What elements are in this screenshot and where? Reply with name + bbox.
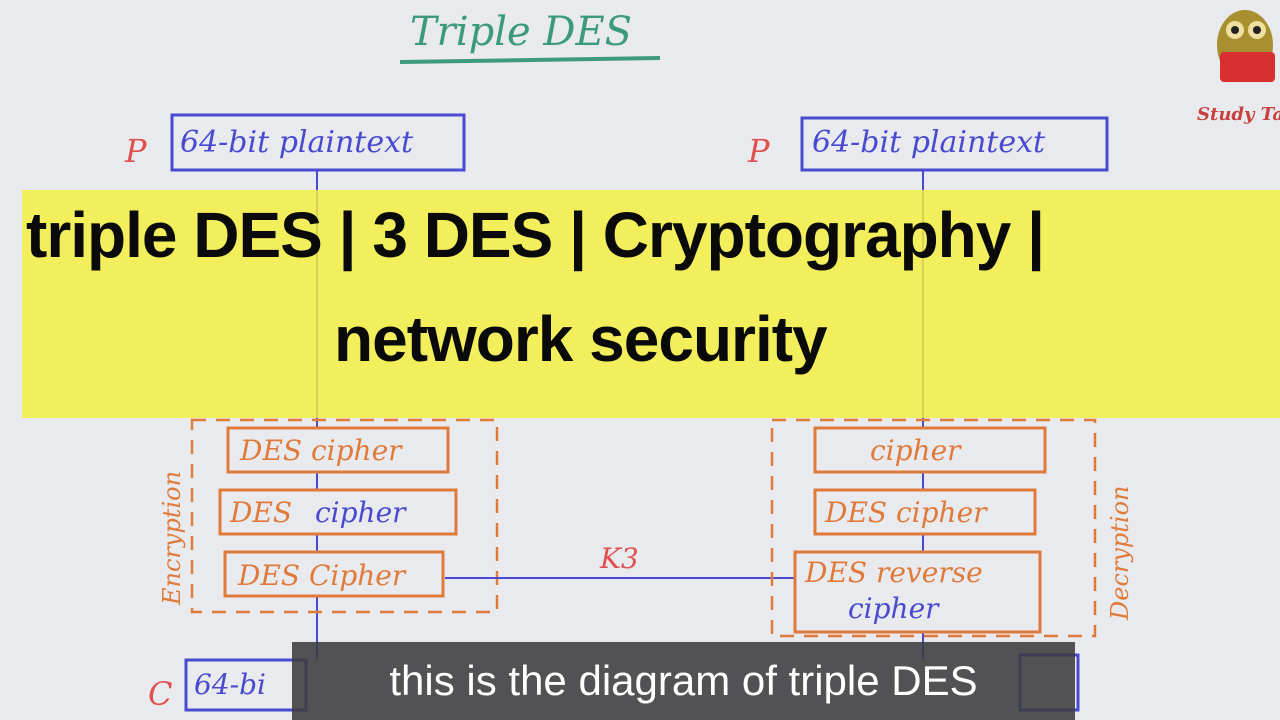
- right-plaintext-text: 64-bit plaintext: [812, 125, 1046, 160]
- svg-text:Study Ta: Study Ta: [1197, 104, 1280, 125]
- banner-line-2: network security: [334, 303, 828, 375]
- right-box3-text1: DES reverse: [804, 556, 983, 589]
- right-box3: [793, 550, 1042, 634]
- left-plaintext-text: 64-bit plaintext: [180, 125, 414, 160]
- left-encryption-region: [190, 418, 499, 614]
- right-plaintext-box: [800, 116, 1109, 172]
- diagram-title: Triple DES: [410, 9, 632, 55]
- left-box3: [223, 550, 445, 598]
- right-p-label: P: [747, 132, 770, 170]
- right-box1: [813, 426, 1047, 474]
- left-box2-text2: cipher: [315, 496, 407, 529]
- left-box1-text: DES cipher: [239, 434, 403, 467]
- right-box1-text: cipher: [870, 434, 962, 467]
- title-underline: [399, 56, 661, 64]
- right-box2-text: DES cipher: [824, 496, 988, 529]
- left-p-label: P: [124, 132, 147, 170]
- left-box3-text: DES Cipher: [237, 559, 407, 592]
- right-box3-text2: cipher: [848, 592, 940, 625]
- title-banner: triple DES | 3 DES | Cryptography | netw…: [22, 190, 1280, 418]
- subtitle-caption: this is the diagram of triple DES: [292, 642, 1075, 720]
- right-decryption-region: [770, 418, 1097, 638]
- logo: Study Ta: [1197, 10, 1280, 125]
- decryption-label: Decryption: [1106, 485, 1134, 621]
- encryption-label: Encryption: [158, 471, 186, 606]
- left-c-label: C: [148, 675, 172, 713]
- banner-line-1: triple DES | 3 DES | Cryptography |: [26, 199, 1045, 271]
- k3-label: K3: [599, 542, 639, 575]
- left-ciphertext-text: 64-bi: [194, 668, 266, 701]
- left-box2-text1: DES: [229, 496, 292, 529]
- right-box2: [813, 488, 1037, 536]
- left-box1: [226, 426, 450, 474]
- left-box2: [218, 488, 458, 536]
